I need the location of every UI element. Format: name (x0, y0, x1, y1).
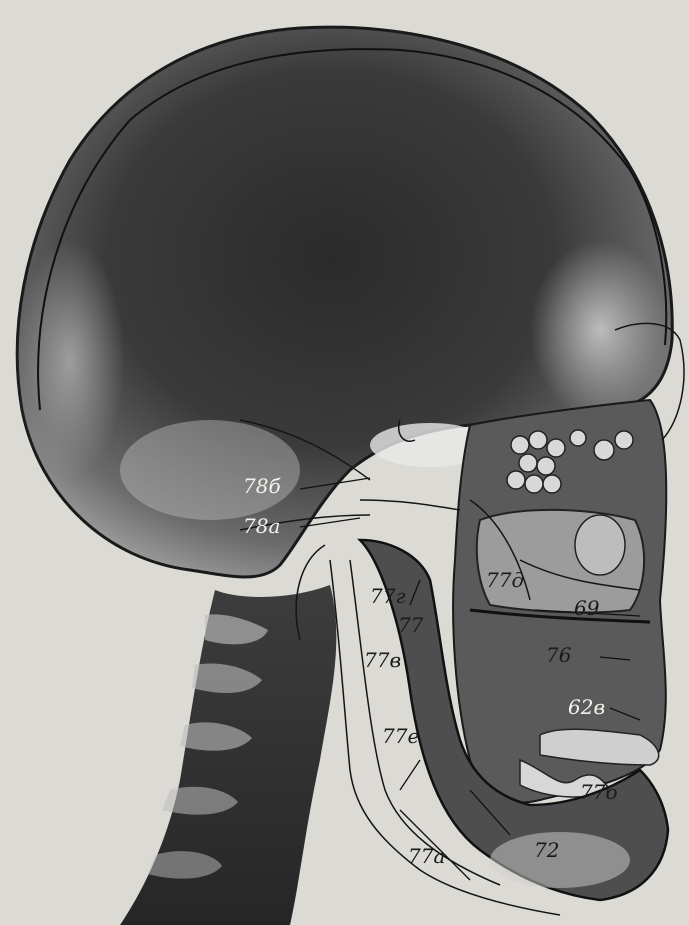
label-62v: 62в (568, 697, 605, 717)
mandible-highlight (490, 832, 630, 888)
label-78b: 78б (243, 476, 281, 496)
label-78a: 78а (243, 516, 280, 536)
label-77e: 77е (382, 726, 419, 746)
label-77g: 77г (370, 586, 406, 606)
label-77v: 77в (364, 650, 401, 670)
label-69: 69 (574, 598, 599, 618)
occipital-highlight (15, 240, 125, 480)
label-77-middle: 77 (398, 615, 423, 635)
frontal-highlight (530, 240, 670, 420)
skull-base-highlight (120, 420, 300, 520)
label-76: 76 (546, 645, 571, 665)
label-77a: 77а (408, 846, 445, 866)
label-77b: 77б (580, 782, 618, 802)
label-72: 72 (534, 840, 559, 860)
turbinate (575, 515, 625, 575)
label-77d-upper: 77д (486, 570, 524, 590)
